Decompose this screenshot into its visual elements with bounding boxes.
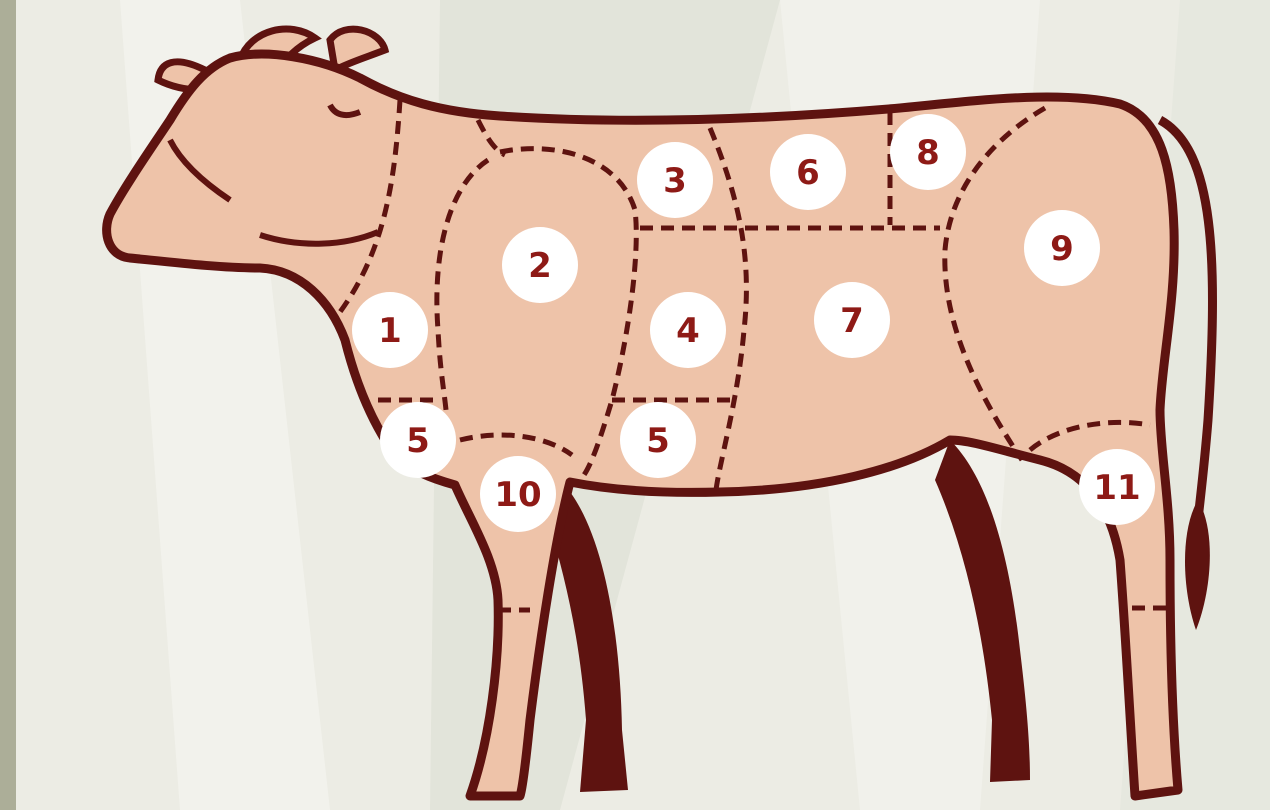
cut-label-cut-8: 8 (890, 114, 966, 190)
cut-label-cut-5b: 5 (620, 402, 696, 478)
cut-label-number: 8 (916, 133, 940, 173)
cut-label-cut-7: 7 (814, 282, 890, 358)
cut-label-number: 7 (840, 301, 864, 341)
cut-label-cut-1: 1 (352, 292, 428, 368)
cut-label-number: 11 (1093, 468, 1140, 508)
left-edge-band (0, 0, 16, 810)
cut-label-number: 9 (1050, 229, 1074, 269)
cut-label-cut-6: 6 (770, 134, 846, 210)
cut-label-cut-3: 3 (637, 142, 713, 218)
cut-label-number: 10 (494, 475, 541, 515)
cut-label-cut-4: 4 (650, 292, 726, 368)
cut-label-cut-5a: 5 (380, 402, 456, 478)
cut-label-number: 4 (676, 311, 700, 351)
cut-label-number: 2 (528, 246, 552, 286)
cut-label-number: 1 (378, 311, 402, 351)
cut-label-number: 5 (646, 421, 670, 461)
cut-label-cut-11: 11 (1079, 449, 1155, 525)
cut-label-cut-9: 9 (1024, 210, 1100, 286)
cut-label-number: 5 (406, 421, 430, 461)
cut-label-number: 6 (796, 153, 820, 193)
cut-label-number: 3 (663, 161, 687, 201)
cut-label-cut-2: 2 (502, 227, 578, 303)
cut-label-cut-10: 10 (480, 456, 556, 532)
